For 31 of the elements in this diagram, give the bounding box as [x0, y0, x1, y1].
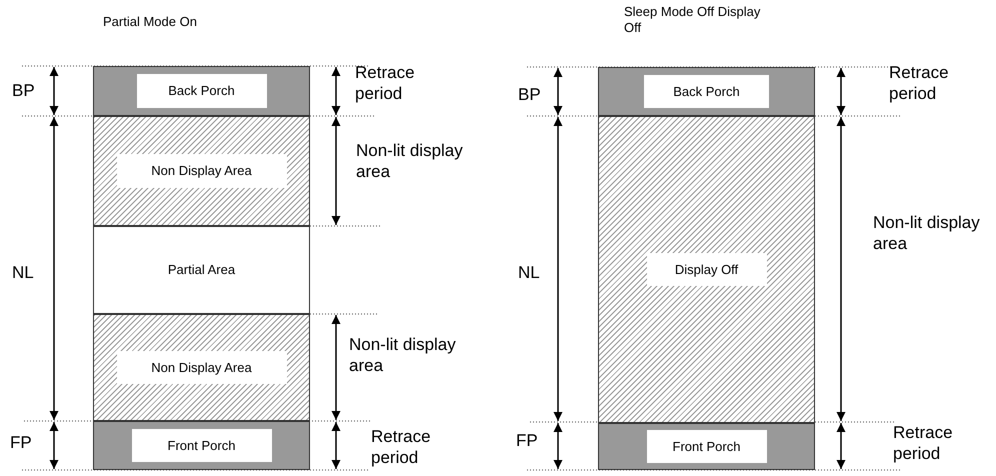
area-label: Front Porch — [132, 428, 272, 462]
display-band — [93, 421, 310, 470]
display-band — [93, 226, 310, 314]
display-band — [93, 66, 310, 116]
area-label: Front Porch — [646, 430, 766, 464]
annotation-text: BP — [12, 80, 36, 102]
area-label: Non Display Area — [116, 154, 286, 188]
annotation-text: Partial Mode On — [103, 14, 198, 30]
display-band — [598, 67, 815, 116]
display-band — [598, 116, 815, 423]
area-label: Display Off — [646, 252, 766, 286]
annotation-text: Retrace period — [893, 422, 954, 464]
display-band — [93, 314, 310, 421]
display-band — [93, 116, 310, 226]
annotation-text: Retrace period — [355, 62, 416, 104]
annotation-text: BP — [518, 84, 542, 106]
annotation-text: Retrace period — [371, 426, 432, 468]
annotation-text: NL — [518, 262, 541, 284]
annotation-text: NL — [12, 262, 35, 284]
area-label: Partial Area — [168, 261, 236, 280]
annotation-text: Non-lit display area — [349, 334, 457, 376]
annotation-text: Sleep Mode Off Display Off — [624, 4, 762, 36]
annotation-text: Non-lit display area — [356, 140, 464, 182]
annotation-text: FP — [516, 430, 539, 452]
area-label: Back Porch — [644, 74, 769, 108]
area-label: Non Display Area — [116, 350, 286, 384]
annotation-text: FP — [10, 432, 33, 454]
annotation-text: Retrace period — [889, 62, 950, 104]
area-label: Back Porch — [136, 74, 266, 108]
display-band — [598, 423, 815, 470]
annotation-text: Non-lit display area — [873, 212, 981, 254]
